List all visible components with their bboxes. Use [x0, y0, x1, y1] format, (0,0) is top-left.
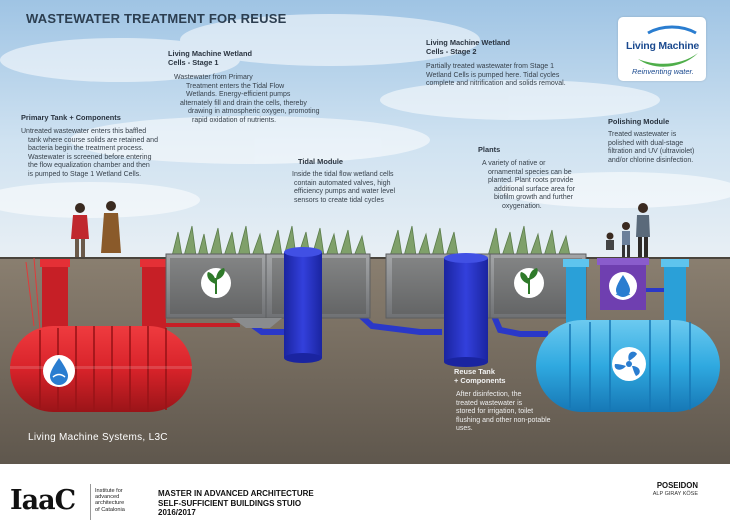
footer: IaaC Institute for advanced architecture…	[0, 464, 730, 530]
fan-icon	[612, 347, 646, 381]
plant-icon-stage-2	[514, 268, 544, 298]
author-name: ALP GIRAY KÖSE	[652, 491, 698, 497]
logo-swoosh-icon	[638, 25, 698, 67]
footer-divider	[90, 484, 91, 520]
image-credit: Living Machine Systems, L3C	[28, 432, 168, 443]
polishing-module-text: Treated wastewater is polished with dual…	[608, 131, 695, 164]
primary-tank-heading: Primary Tank + Components	[21, 113, 121, 122]
polishing-module-heading: Polishing Module	[608, 117, 670, 126]
reuse-tank-heading: Reuse Tank + Components	[454, 367, 506, 385]
wetland-stage-2-heading: Living Machine Wetland Cells - Stage 2	[426, 38, 511, 56]
water-drop-icon	[43, 355, 75, 387]
people-left	[71, 201, 121, 257]
project-name: POSEIDON	[656, 481, 698, 490]
tidal-module-2	[444, 253, 488, 367]
plants-heading: Plants	[478, 145, 501, 154]
page-title: WASTEWATER TREATMENT FOR REUSE	[26, 11, 287, 26]
institute-name: Institute for advanced architecture of C…	[95, 488, 125, 513]
clouds	[0, 14, 730, 218]
logo-name: Living Machine	[626, 40, 700, 52]
program-title: MASTER IN ADVANCED ARCHITECTURE SELF-SUF…	[158, 489, 314, 518]
wetland-stage-2-text: Partially treated wastewater from Stage …	[426, 63, 566, 88]
tidal-module-text: Inside the tidal flow wetland cells cont…	[292, 171, 396, 204]
reuse-tank-text: After disinfection, the treated wastewat…	[456, 391, 551, 433]
uv-drop-icon	[609, 272, 637, 300]
logo-tagline: Reinventing water.	[632, 67, 694, 76]
primary-tank-text: Untreated wastewater enters this baffled…	[21, 128, 158, 178]
living-machine-logo: Living Machine Reinventing water.	[618, 17, 706, 81]
plants-text: A variety of native or ornamental specie…	[482, 160, 575, 210]
treatment-illustration	[0, 0, 730, 464]
tidal-module-heading: Tidal Module	[298, 157, 344, 166]
red-guide-lines	[25, 257, 41, 331]
diagram-area: WASTEWATER TREATMENT FOR REUSE Living Ma…	[0, 0, 730, 464]
wetland-stage-1-text: Wastewater from Primary Treatment enters…	[174, 74, 320, 124]
iaac-logo: IaaC	[10, 485, 76, 516]
plant-icon	[201, 268, 231, 298]
primary-tank	[10, 259, 192, 412]
wetland-stage-1-heading: Living Machine Wetland Cells - Stage 1	[168, 49, 253, 67]
people-right	[606, 203, 650, 257]
tidal-module-1	[284, 247, 322, 363]
polishing-module	[597, 258, 664, 310]
